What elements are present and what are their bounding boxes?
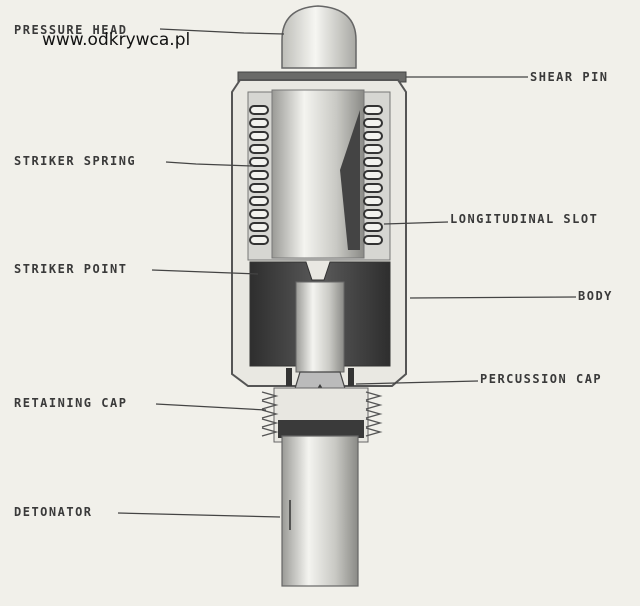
label-longitudinal-slot: LONGITUDINAL SLOT xyxy=(450,212,598,226)
spring-coil xyxy=(249,105,269,115)
spring-coil xyxy=(249,222,269,232)
cap-thread xyxy=(365,391,383,401)
spring-coil xyxy=(249,183,269,193)
spring-coil xyxy=(363,196,383,206)
cap-thread xyxy=(261,391,279,401)
spring-coil xyxy=(249,170,269,180)
spring-coil xyxy=(249,144,269,154)
label-striker-spring: STRIKER SPRING xyxy=(14,154,136,168)
cap-thread xyxy=(365,400,383,410)
spring-coil xyxy=(363,144,383,154)
watermark: www.odkrywca.pl xyxy=(42,30,190,50)
label-retaining-cap: RETAINING CAP xyxy=(14,396,127,410)
cap-thread xyxy=(261,418,279,428)
spring-coil xyxy=(363,118,383,128)
label-detonator: DETONATOR xyxy=(14,505,93,519)
spring-coil xyxy=(363,105,383,115)
spring-coil xyxy=(363,131,383,141)
label-pressure-head: PRESSURE HEAD xyxy=(14,23,127,37)
label-striker-point: STRIKER POINT xyxy=(14,262,127,276)
label-percussion-cap: PERCUSSION CAP xyxy=(480,372,602,386)
detonator xyxy=(278,420,364,587)
spring-coil xyxy=(249,209,269,219)
spring-coil xyxy=(363,170,383,180)
pressure-head xyxy=(281,5,357,69)
leader-lines xyxy=(117,28,577,518)
cap-thread xyxy=(365,409,383,419)
striker-spring xyxy=(249,105,383,245)
spring-coil xyxy=(249,118,269,128)
cap-thread xyxy=(365,427,383,437)
label-shear-pin: SHEAR PIN xyxy=(530,70,609,84)
cap-thread xyxy=(365,418,383,428)
label-body: BODY xyxy=(578,289,613,303)
spring-coil xyxy=(363,222,383,232)
cap-thread xyxy=(261,400,279,410)
cap-thread xyxy=(261,409,279,419)
spring-coil xyxy=(363,209,383,219)
spring-coil xyxy=(249,196,269,206)
spring-coil xyxy=(363,183,383,193)
striker-plunger xyxy=(271,89,365,259)
spring-coil xyxy=(363,235,383,245)
striker-point xyxy=(249,261,391,373)
cap-thread xyxy=(261,427,279,437)
spring-coil xyxy=(363,157,383,167)
spring-coil xyxy=(249,235,269,245)
spring-coil xyxy=(249,157,269,167)
spring-coil xyxy=(249,131,269,141)
